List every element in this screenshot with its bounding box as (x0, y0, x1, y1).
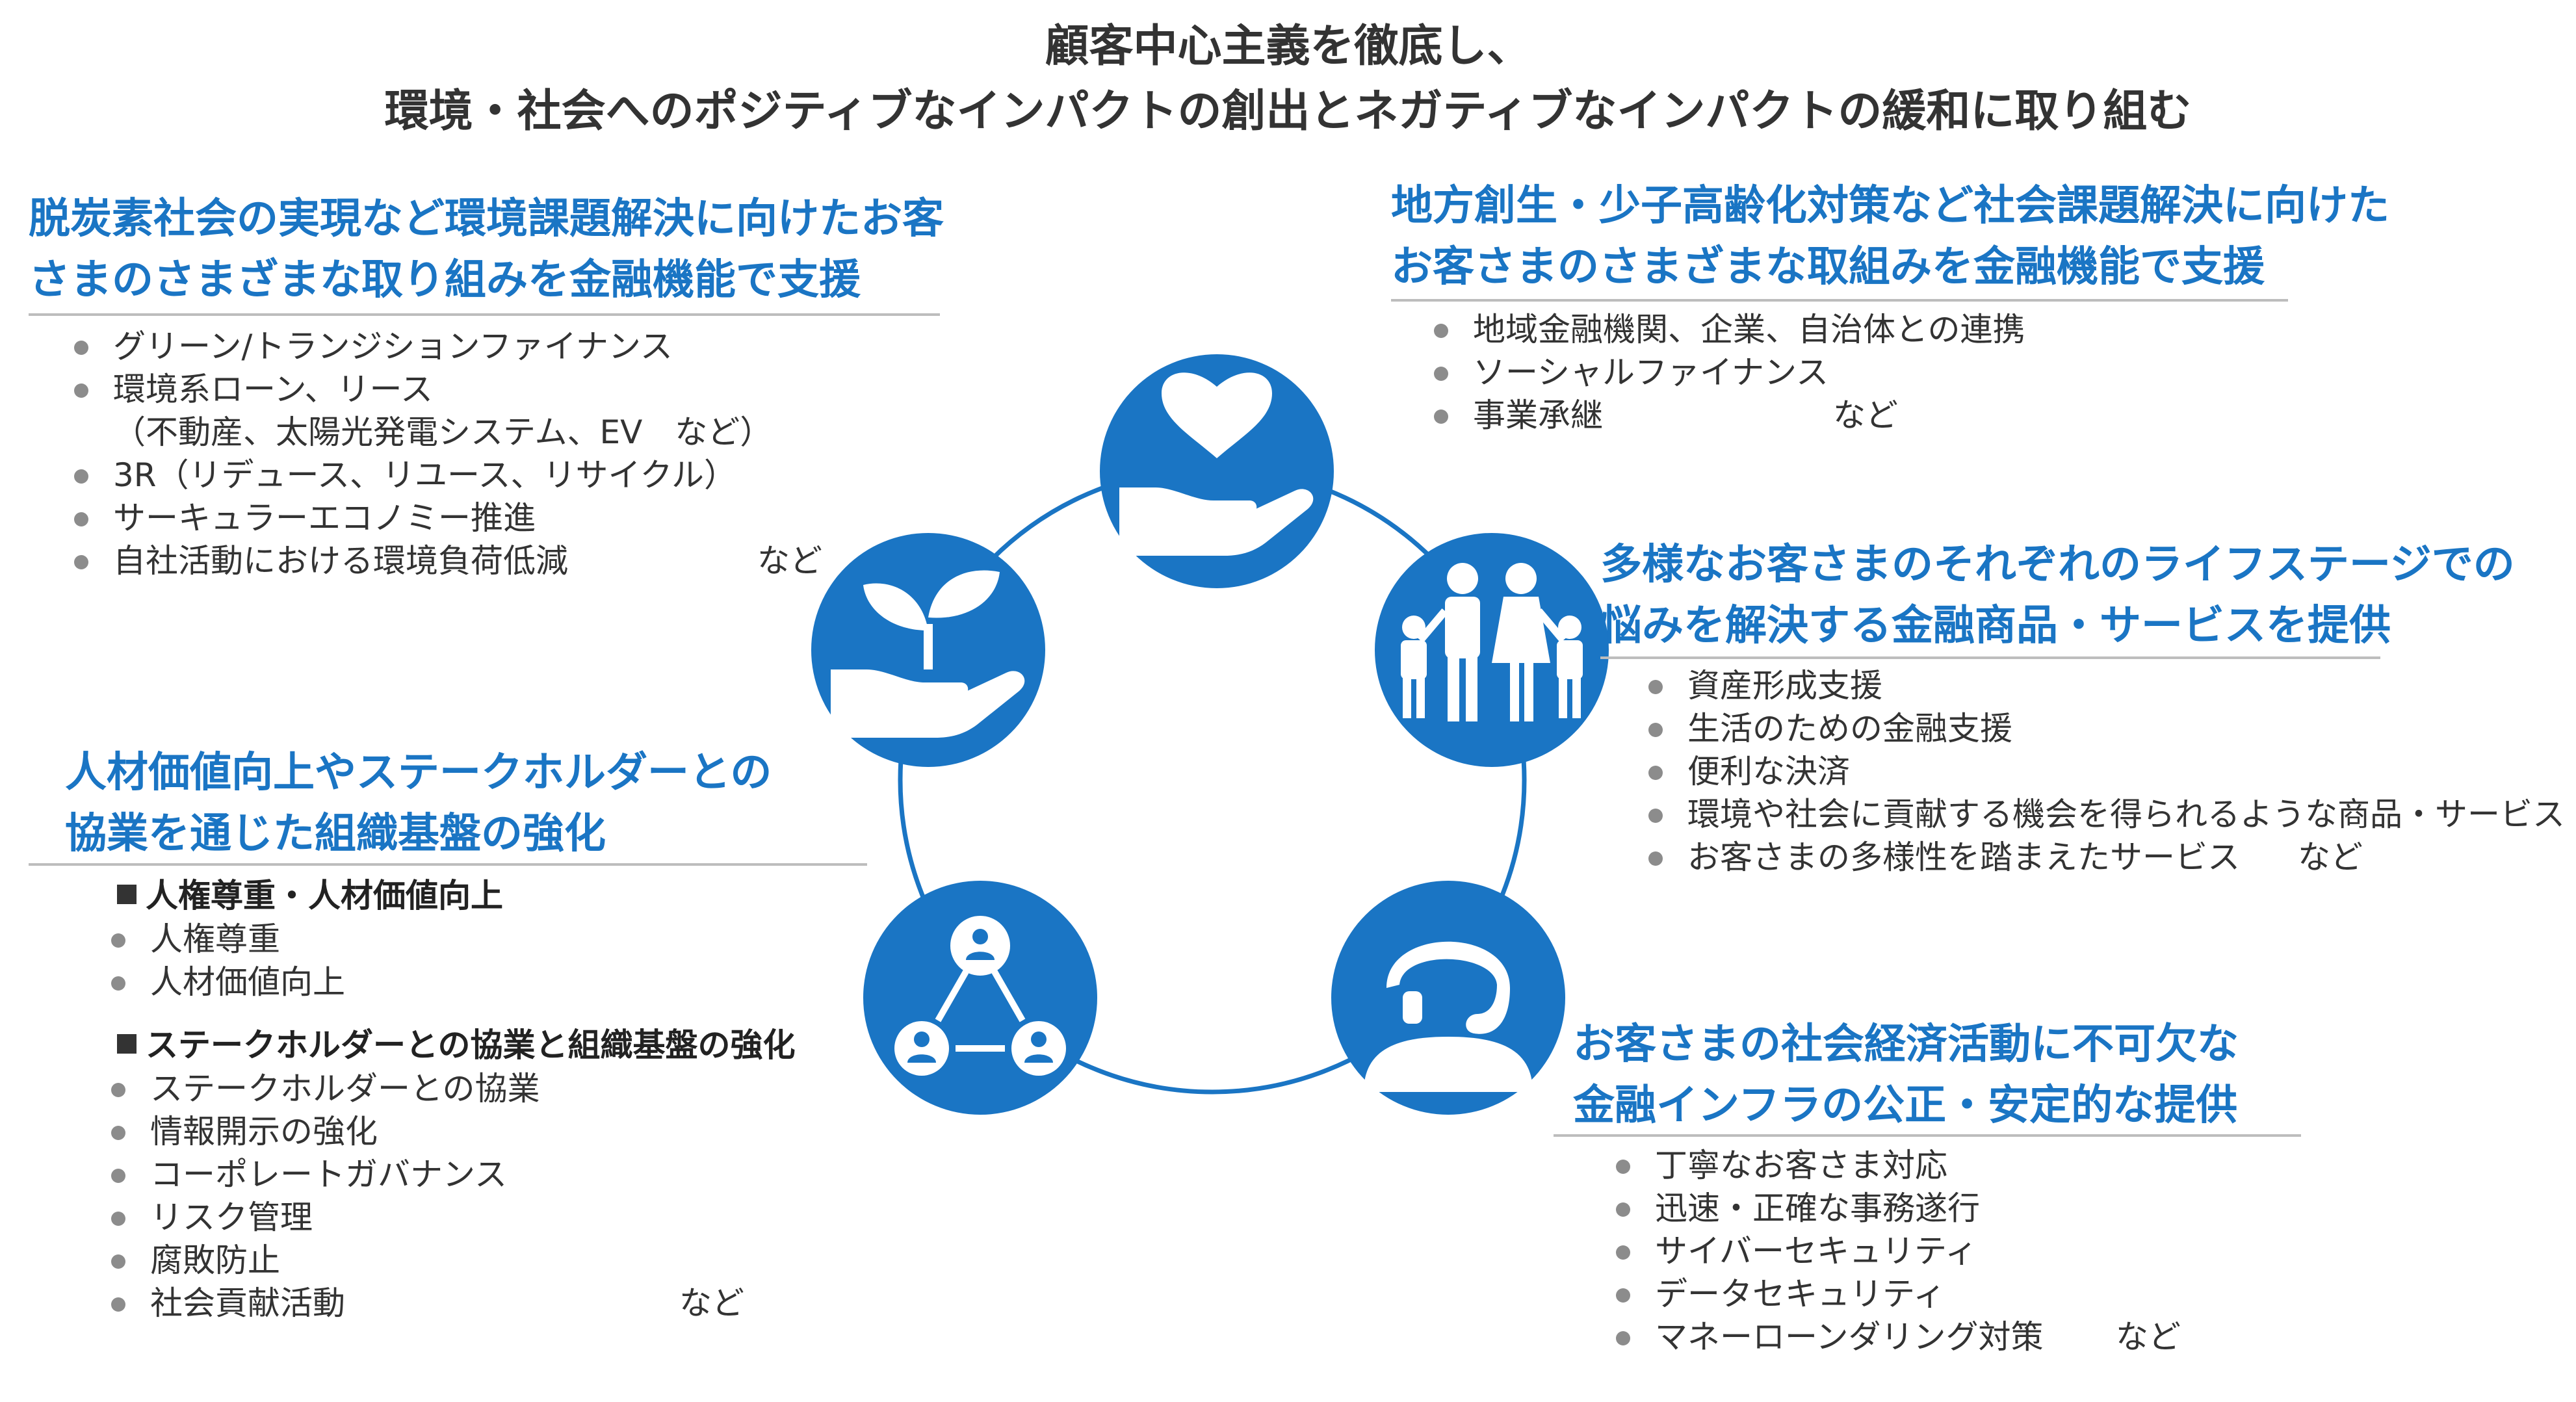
plant-hand-icon (811, 533, 1045, 767)
infra-divider (1554, 1134, 2301, 1137)
list-item: データセキュリティ (1612, 1273, 2044, 1316)
list-item: 人権尊重 (107, 918, 345, 961)
talent-subheading-1: 人権尊重・人材価値向上 (117, 874, 503, 917)
network-people-icon (863, 881, 1097, 1115)
infra-heading: お客さまの社会経済活動に不可欠な 金融インフラの公正・安定的な提供 (1573, 1014, 2239, 1136)
talent-heading-line-1: 人材価値向上やステークホルダーとの (65, 749, 772, 797)
list-item: 迅速・正確な事務遂行 (1612, 1187, 2044, 1230)
family-icon (1375, 533, 1609, 767)
lifestage-etc: など (2298, 838, 2363, 876)
environment-etc: など (757, 542, 822, 580)
talent-heading-line-2: 協業を通じた組織基盤の強化 (65, 810, 606, 858)
list-item: 資産形成支援 (1645, 664, 2565, 707)
talent-divider (29, 863, 867, 866)
environment-heading-line-2: さまのさまざまな取り組みを金融機能で支援 (29, 256, 861, 304)
list-item: 丁寧なお客さま対応 (1612, 1144, 2044, 1187)
society-heading-line-1: 地方創生・少子高齢化対策など社会課題解決に向けた (1391, 182, 2389, 230)
list-item: 3R（リデュース、リユース、リサイクル） (70, 454, 772, 497)
list-item: 事業承継 (1430, 394, 2025, 437)
environment-heading: 脱炭素社会の実現など環境課題解決に向けたお客 さまのさまざまな取り組みを金融機能… (29, 188, 944, 311)
talent-heading: 人材価値向上やステークホルダーとの 協業を通じた組織基盤の強化 (65, 742, 772, 864)
society-heading: 地方創生・少子高齢化対策など社会課題解決に向けた お客さまのさまざまな取組みを金… (1391, 175, 2389, 298)
heart-hand-icon (1100, 354, 1334, 588)
list-item: サーキュラーエコノミー推進 (70, 497, 772, 539)
infra-list: 丁寧なお客さま対応 迅速・正確な事務遂行 サイバーセキュリティ データセキュリテ… (1612, 1144, 2044, 1358)
list-item: 環境系ローン、リース (70, 368, 772, 411)
environment-list: グリーン/トランジションファイナンス 環境系ローン、リース （不動産、太陽光発電… (70, 325, 772, 582)
list-item: 情報開示の強化 (107, 1110, 540, 1153)
infra-etc: など (2116, 1318, 2181, 1356)
list-item: 人材価値向上 (107, 961, 345, 1004)
list-item: 地域金融機関、企業、自治体との連携 (1430, 308, 2025, 351)
list-item: リスク管理 (107, 1196, 540, 1239)
talent-subheading-2: ステークホルダーとの協業と組織基盤の強化 (117, 1024, 796, 1067)
list-item: サイバーセキュリティ (1612, 1230, 2044, 1273)
list-item: 自社活動における環境負荷低減 (70, 539, 772, 582)
environment-divider (29, 313, 940, 316)
list-item-continuation: （不動産、太陽光発電システム、EV など） (113, 413, 773, 451)
list-item: 便利な決済 (1645, 750, 2565, 793)
infra-heading-line-1: お客さまの社会経済活動に不可欠な (1573, 1020, 2239, 1069)
square-bullet-icon (117, 1034, 137, 1054)
lifestage-divider (1600, 656, 2380, 659)
society-heading-line-2: お客さまのさまざまな取組みを金融機能で支援 (1391, 243, 2265, 291)
list-item: コーポレートガバナンス (107, 1153, 540, 1196)
lifestage-heading-line-2: 悩みを解決する金融商品・サービスを提供 (1600, 602, 2391, 650)
list-item: マネーローンダリング対策 (1612, 1316, 2044, 1358)
infra-heading-line-2: 金融インフラの公正・安定的な提供 (1573, 1082, 2238, 1130)
society-divider (1391, 299, 2288, 302)
person-top (950, 916, 1010, 976)
page-title: 顧客中心主義を徹底し、 環境・社会へのポジティブなインパクトの創出とネガティブな… (0, 14, 2576, 144)
society-list: 地域金融機関、企業、自治体との連携 ソーシャルファイナンス 事業承継 (1430, 308, 2025, 437)
list-item: ステークホルダーとの協業 (107, 1067, 540, 1110)
headset-operator-icon (1331, 881, 1565, 1115)
lifestage-heading-line-1: 多様なお客さまのそれぞれのライフステージでの (1600, 541, 2515, 589)
list-item: グリーン/トランジションファイナンス (70, 325, 772, 368)
list-item: 腐敗防止 (107, 1239, 540, 1282)
talent-etc: など (679, 1284, 744, 1322)
environment-heading-line-1: 脱炭素社会の実現など環境課題解決に向けたお客 (29, 195, 944, 243)
list-item: お客さまの多様性を踏まえたサービス (1645, 836, 2565, 879)
society-etc: など (1833, 396, 1898, 434)
title-line-2: 環境・社会へのポジティブなインパクトの創出とネガティブなインパクトの緩和に取り組… (384, 86, 2192, 137)
title-line-1: 顧客中心主義を徹底し、 (1045, 21, 1531, 72)
list-item: ソーシャルファイナンス (1430, 351, 2025, 394)
list-item: 社会貢献活動 (107, 1282, 540, 1325)
list-item: 生活のための金融支援 (1645, 707, 2565, 750)
talent-list-1: 人権尊重 人材価値向上 (107, 918, 345, 1004)
list-item: 環境や社会に貢献する機会を得られるような商品・サービス (1645, 793, 2565, 836)
lifestage-heading: 多様なお客さまのそれぞれのライフステージでの 悩みを解決する金融商品・サービスを… (1600, 534, 2515, 656)
lifestage-list: 資産形成支援 生活のための金融支援 便利な決済 環境や社会に貢献する機会を得られ… (1645, 664, 2565, 879)
talent-list-2: ステークホルダーとの協業 情報開示の強化 コーポレートガバナンス リスク管理 腐… (107, 1067, 540, 1325)
square-bullet-icon (117, 885, 137, 904)
